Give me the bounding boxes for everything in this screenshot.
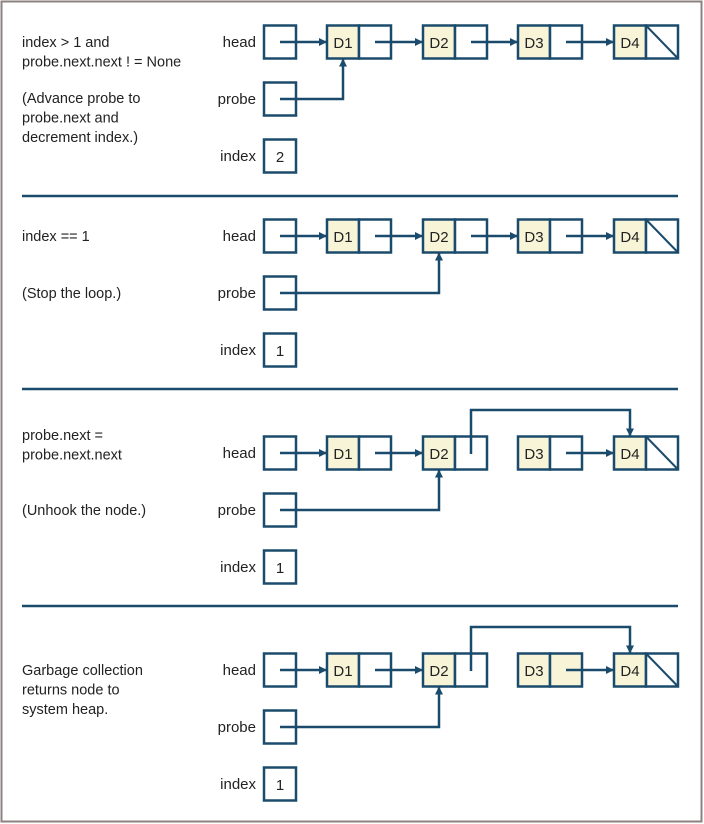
node-label: D3 <box>524 446 543 463</box>
condition-text: probe.next = <box>22 428 103 444</box>
condition-text: probe.next.next <box>22 448 122 464</box>
probe-label: probe <box>218 285 256 302</box>
condition-text: Garbage collection <box>22 663 143 679</box>
node-label: D3 <box>524 229 543 246</box>
d2-bypass-arrow <box>469 625 634 671</box>
node-label: D1 <box>333 446 352 463</box>
panel-4: Garbage collection returns node to system … <box>22 625 680 802</box>
condition-text: system heap. <box>22 702 108 718</box>
condition-text: probe.next.next ! = None <box>22 55 181 71</box>
node-data-cell <box>612 652 648 688</box>
node-label: D1 <box>333 35 352 52</box>
probe-pointer-arrow <box>280 686 443 729</box>
node-label: D2 <box>429 663 448 680</box>
node-label: D4 <box>620 446 639 463</box>
probe-label: probe <box>218 502 256 519</box>
probe-label: probe <box>218 719 256 736</box>
panel-3: probe.next = probe.next.next (Unhook the n… <box>22 408 680 585</box>
null-slash <box>645 435 679 471</box>
index-box <box>262 549 298 585</box>
note-text: (Unhook the node.) <box>22 503 146 519</box>
condition-text: index > 1 and <box>22 35 109 51</box>
probe-label: probe <box>218 91 256 108</box>
node-label: D3 <box>524 35 543 52</box>
node-data-cell <box>325 435 361 471</box>
index-value: 1 <box>276 560 284 577</box>
node-label: D4 <box>620 35 639 52</box>
index-value: 1 <box>276 777 284 794</box>
note-text: (Advance probe to <box>22 91 141 107</box>
null-slash <box>645 652 679 688</box>
node-label: D2 <box>429 446 448 463</box>
head-label: head <box>223 662 256 679</box>
probe-pointer-arrow <box>280 469 443 512</box>
index-value: 1 <box>276 343 284 360</box>
null-slash <box>645 24 679 60</box>
index-label: index <box>220 342 256 359</box>
null-slash <box>645 218 679 254</box>
node-label: D1 <box>333 663 352 680</box>
node-data-cell <box>516 435 552 471</box>
head-label: head <box>223 34 256 51</box>
head-label: head <box>223 228 256 245</box>
probe-pointer-arrow <box>280 58 347 101</box>
node-data-cell <box>421 652 457 688</box>
head-label: head <box>223 445 256 462</box>
index-label: index <box>220 148 256 165</box>
probe-pointer-arrow <box>280 252 443 295</box>
index-box <box>262 332 298 368</box>
node-label: D3 <box>524 663 543 680</box>
node-data-cell <box>612 24 648 60</box>
note-text: probe.next and <box>22 111 119 127</box>
index-box <box>262 138 298 174</box>
panel-2: index == 1 (Stop the loop.) head probe index… <box>22 218 680 368</box>
node-data-cell <box>421 218 457 254</box>
index-box <box>262 766 298 802</box>
node-label: D4 <box>620 229 639 246</box>
note-text: (Stop the loop.) <box>22 286 121 302</box>
panel-1: index > 1 and probe.next.next ! = None (Ad… <box>22 24 680 174</box>
d2-bypass-arrow <box>469 408 634 454</box>
note-text: decrement index.) <box>22 130 138 146</box>
condition-text: returns node to <box>22 683 120 699</box>
index-label: index <box>220 776 256 793</box>
node-data-cell <box>516 218 552 254</box>
index-value: 2 <box>276 149 284 166</box>
node-label: D4 <box>620 663 639 680</box>
index-label: index <box>220 559 256 576</box>
node-data-cell <box>421 24 457 60</box>
node-label: D2 <box>429 229 448 246</box>
condition-text: index == 1 <box>22 229 90 245</box>
node-label: D1 <box>333 229 352 246</box>
node-label: D2 <box>429 35 448 52</box>
